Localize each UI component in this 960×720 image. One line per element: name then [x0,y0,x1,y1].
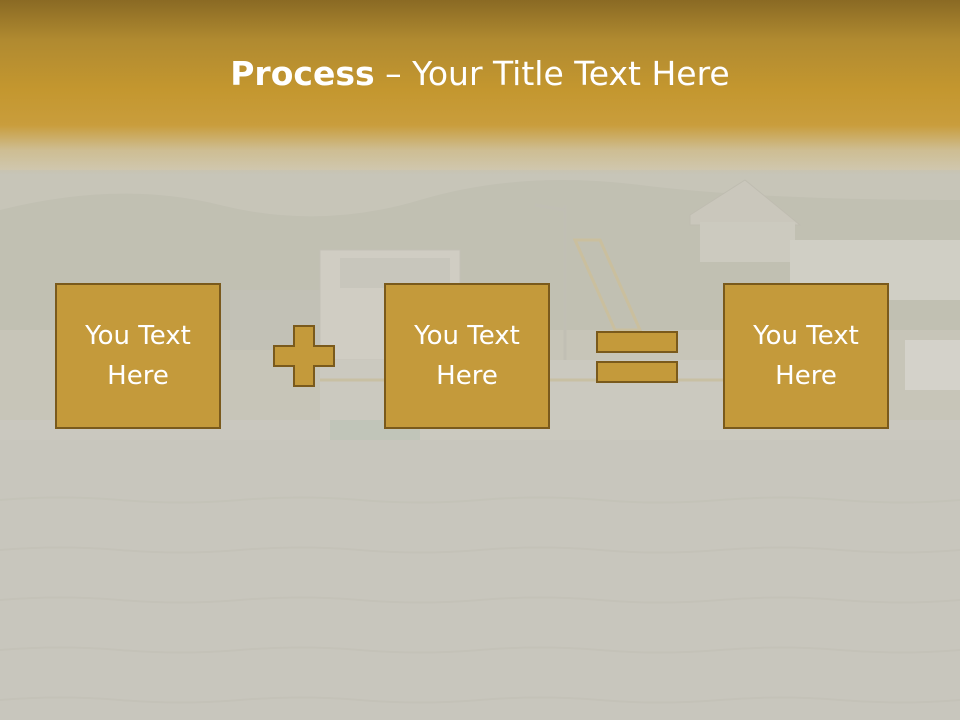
title-bar [0,0,960,175]
equals-icon [596,331,678,383]
title-bold: Process [230,54,375,93]
slide-title: Process – Your Title Text Here [0,52,960,96]
process-box-2-text: You Text Here [414,321,520,391]
process-box-2[interactable]: You Text Here [384,283,550,429]
process-box-3[interactable]: You Text Here [723,283,889,429]
title-rest: – Your Title Text Here [374,54,730,93]
process-box-1-text: You Text Here [85,321,191,391]
plus-icon [273,325,335,387]
process-box-1[interactable]: You Text Here [55,283,221,429]
process-box-3-text: You Text Here [753,321,859,391]
